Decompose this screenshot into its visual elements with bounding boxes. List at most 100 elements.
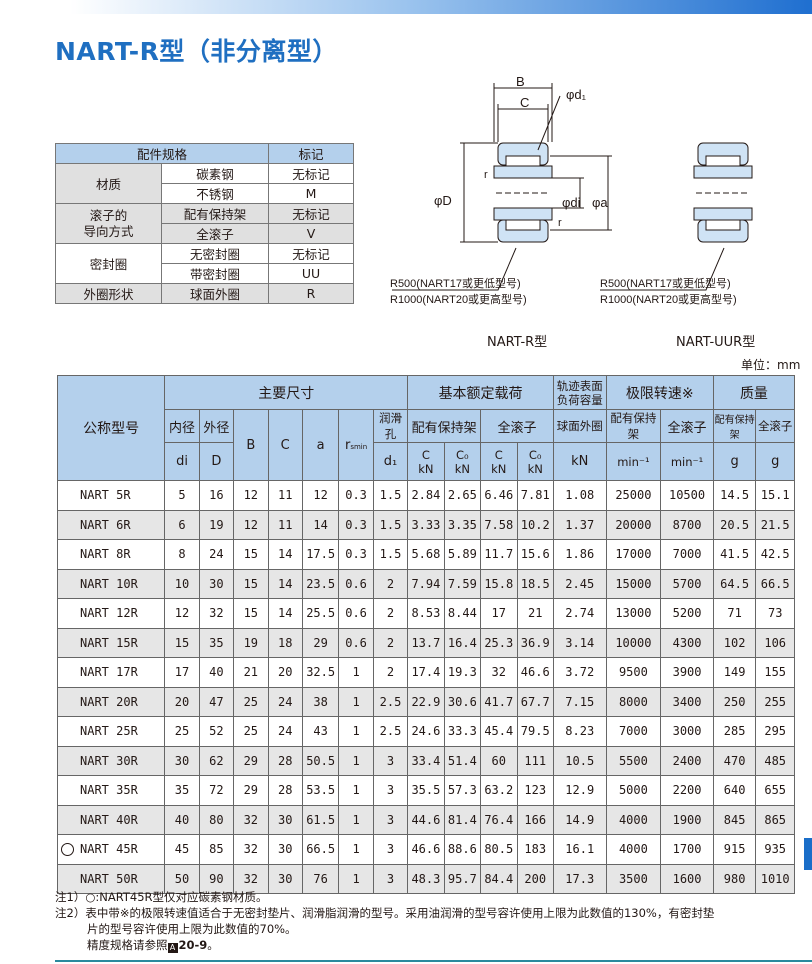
value-cell: 7.94 bbox=[407, 568, 445, 599]
value-cell: 66.5 bbox=[755, 568, 795, 599]
value-cell: 50 bbox=[164, 863, 200, 894]
value-cell: 1600 bbox=[660, 863, 714, 894]
value-cell: 30 bbox=[164, 745, 200, 776]
value-cell: 85 bbox=[198, 834, 235, 865]
value-cell: 2 bbox=[372, 568, 409, 599]
value-cell: 12 bbox=[164, 598, 200, 629]
value-cell: 1 bbox=[338, 657, 374, 688]
value-cell: 41.5 bbox=[712, 539, 757, 570]
value-cell: 64.5 bbox=[712, 568, 757, 599]
value-cell: 32 bbox=[233, 863, 269, 894]
value-cell: 16.1 bbox=[552, 834, 607, 865]
value-cell: 6.46 bbox=[480, 480, 518, 511]
value-cell: 111 bbox=[516, 745, 554, 776]
value-cell: 2.45 bbox=[552, 568, 607, 599]
model-name-cell: NART 35R bbox=[56, 775, 166, 806]
value-cell: 80 bbox=[198, 804, 235, 835]
value-cell: 5.68 bbox=[407, 539, 445, 570]
value-cell: 2.65 bbox=[443, 480, 482, 511]
value-cell: 2400 bbox=[660, 745, 714, 776]
spec-item: 无密封圈 bbox=[161, 243, 269, 264]
value-cell: 10000 bbox=[605, 627, 662, 658]
spec-mark: R bbox=[268, 283, 354, 304]
value-cell: 14 bbox=[301, 509, 340, 540]
spec-group-outer: 外圈形状 bbox=[55, 283, 162, 304]
value-cell: 29 bbox=[233, 775, 269, 806]
value-cell: 32.5 bbox=[301, 657, 340, 688]
header-load-rating: 基本额定载荷 bbox=[407, 375, 554, 410]
value-cell: 0.3 bbox=[338, 509, 374, 540]
value-cell: 19.3 bbox=[443, 657, 482, 688]
sym-c: C bbox=[267, 409, 303, 481]
value-cell: 5 bbox=[164, 480, 200, 511]
value-cell: 1 bbox=[338, 745, 374, 776]
value-cell: 14.5 bbox=[712, 480, 757, 511]
value-cell: 1700 bbox=[660, 834, 714, 865]
value-cell: 0.3 bbox=[338, 480, 374, 511]
value-cell: 14 bbox=[267, 568, 303, 599]
value-cell: 1.5 bbox=[372, 480, 409, 511]
value-cell: 20 bbox=[267, 657, 303, 688]
value-cell: 1.86 bbox=[552, 539, 607, 570]
value-cell: 5700 bbox=[660, 568, 714, 599]
value-cell: 935 bbox=[755, 834, 795, 865]
value-cell: 9500 bbox=[605, 657, 662, 688]
sym-speed-unit: min⁻¹ bbox=[605, 442, 662, 481]
value-cell: 865 bbox=[755, 804, 795, 835]
header-outer: 外径 bbox=[198, 409, 235, 443]
value-cell: 3.35 bbox=[443, 509, 482, 540]
value-cell: 106 bbox=[755, 627, 795, 658]
model-name-cell: NART 25R bbox=[56, 716, 166, 747]
value-cell: 35 bbox=[198, 627, 235, 658]
value-cell: 72 bbox=[198, 775, 235, 806]
r-note-large: R1000(NART20或更高型号) bbox=[390, 292, 527, 306]
value-cell: 53.5 bbox=[301, 775, 340, 806]
header-inner: 内径 bbox=[164, 409, 200, 443]
value-cell: 655 bbox=[755, 775, 795, 806]
spec-mark: 无标记 bbox=[268, 203, 354, 224]
sym-b: B bbox=[233, 409, 269, 481]
value-cell: 63.2 bbox=[480, 775, 518, 806]
spec-group-material: 材质 bbox=[55, 163, 162, 204]
value-cell: 8.44 bbox=[443, 598, 482, 629]
header-track-capacity: 轨迹表面负荷容量 bbox=[552, 375, 607, 410]
value-cell: 42.5 bbox=[755, 539, 795, 570]
spec-group-guide: 滚子的导向方式 bbox=[55, 203, 162, 244]
value-cell: 17 bbox=[480, 598, 518, 629]
value-cell: 15 bbox=[233, 568, 269, 599]
value-cell: 149 bbox=[712, 657, 757, 688]
value-cell: 28 bbox=[267, 775, 303, 806]
value-cell: 21 bbox=[233, 657, 269, 688]
value-cell: 44.6 bbox=[407, 804, 445, 835]
header-mass-cage: 配有保持架 bbox=[712, 409, 757, 443]
spec-item: 球面外圈 bbox=[161, 283, 269, 304]
r-note-small: R500(NART17或更低型号) bbox=[600, 276, 731, 290]
sym-track-unit: kN bbox=[552, 442, 607, 481]
spec-header-mark: 标记 bbox=[268, 143, 354, 164]
value-cell: 14 bbox=[267, 539, 303, 570]
value-cell: 8000 bbox=[605, 686, 662, 717]
value-cell: 66.5 bbox=[301, 834, 340, 865]
header-gradient-bar bbox=[70, 0, 812, 14]
header-limit-speed: 极限转速※ bbox=[605, 375, 714, 410]
value-cell: 11 bbox=[267, 480, 303, 511]
model-name-cell: NART 17R bbox=[56, 657, 166, 688]
value-cell: 5200 bbox=[660, 598, 714, 629]
value-cell: 1900 bbox=[660, 804, 714, 835]
value-cell: 1.5 bbox=[372, 509, 409, 540]
value-cell: 0.3 bbox=[338, 539, 374, 570]
value-cell: 40 bbox=[198, 657, 235, 688]
value-cell: 166 bbox=[516, 804, 554, 835]
value-cell: 14.9 bbox=[552, 804, 607, 835]
value-cell: 24 bbox=[267, 716, 303, 747]
value-cell: 33.3 bbox=[443, 716, 482, 747]
value-cell: 3.72 bbox=[552, 657, 607, 688]
value-cell: 30 bbox=[267, 863, 303, 894]
value-cell: 1.08 bbox=[552, 480, 607, 511]
